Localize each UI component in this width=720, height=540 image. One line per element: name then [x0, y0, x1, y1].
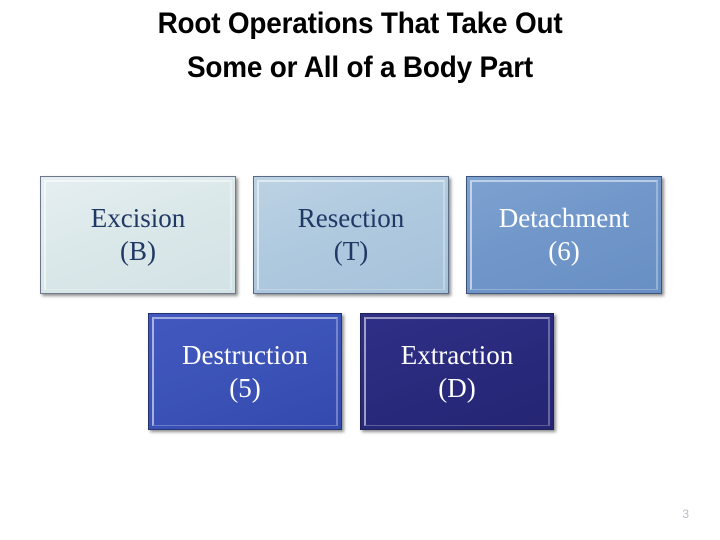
flow-box-resection[interactable]: Resection (T): [253, 176, 449, 294]
page-title: Root Operations That Take Out Some or Al…: [157, 7, 563, 84]
flow-box-detachment[interactable]: Detachment (6): [466, 176, 662, 294]
flow-box-destruction-label: Destruction (5): [182, 339, 308, 403]
flow-box-destruction[interactable]: Destruction (5): [148, 313, 342, 430]
flow-box-detachment-label: Detachment (6): [498, 203, 630, 266]
flow-box-excision[interactable]: Excision (B): [40, 176, 236, 294]
slide-page-number: 3: [682, 507, 689, 521]
diagram-row-bottom: Destruction (5) Extraction (D): [148, 313, 572, 430]
flow-box-resection-label: Resection (T): [297, 203, 405, 266]
flow-box-excision-label: Excision (B): [90, 203, 186, 266]
flow-box-extraction[interactable]: Extraction (D): [360, 313, 554, 430]
flow-box-extraction-label: Extraction (D): [400, 339, 514, 403]
diagram-row-top: Excision (B) Resection (T) Detachment (6…: [40, 176, 679, 294]
